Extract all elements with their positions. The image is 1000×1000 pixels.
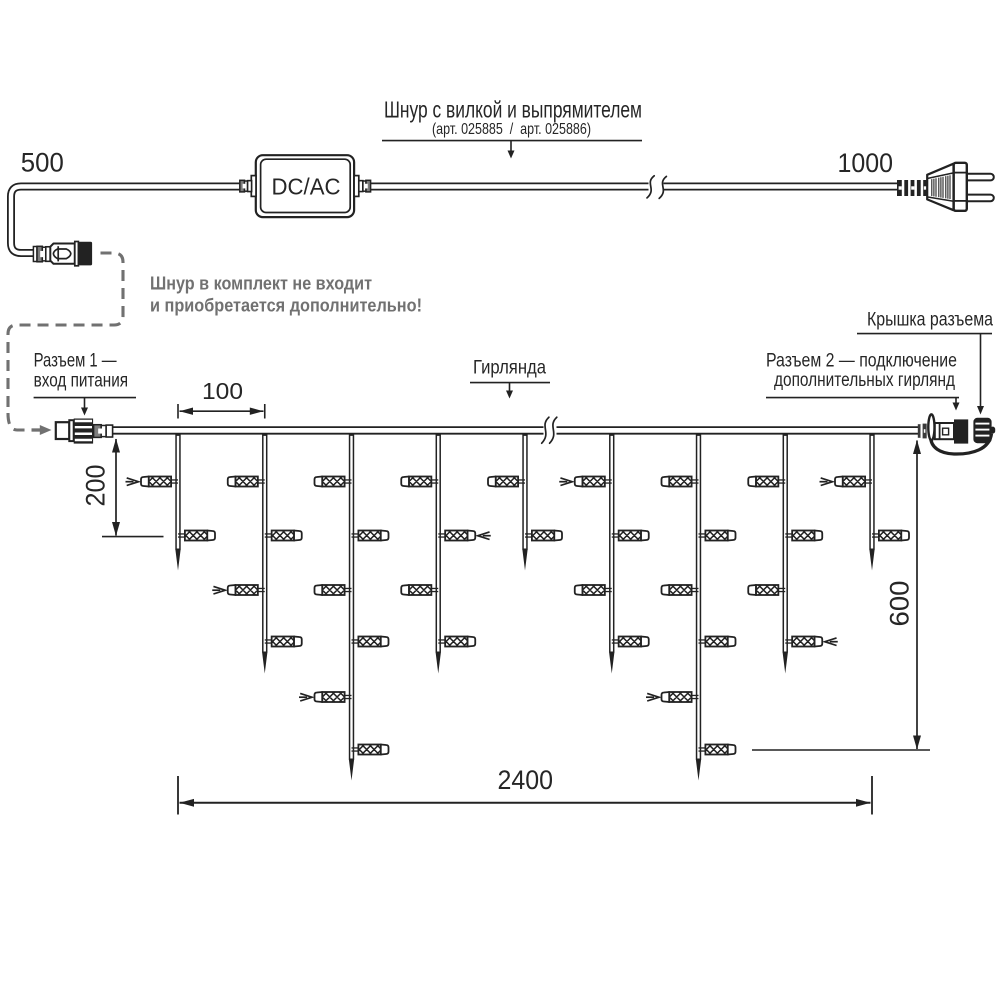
svg-text:2400: 2400 — [498, 765, 554, 795]
svg-text:600: 600 — [885, 581, 915, 627]
svg-text:Разъем 2 — подключение: Разъем 2 — подключение — [766, 350, 957, 372]
svg-text:200: 200 — [81, 465, 111, 507]
svg-text:DC/AC: DC/AC — [272, 174, 341, 200]
svg-text:500: 500 — [21, 148, 64, 178]
svg-text:Гирлянда: Гирлянда — [473, 357, 546, 379]
svg-text:Шнур в комплект не входит: Шнур в комплект не входит — [150, 274, 372, 294]
svg-text:дополнительных гирлянд: дополнительных гирлянд — [774, 369, 955, 391]
svg-text:Шнур с вилкой и выпрямителем: Шнур с вилкой и выпрямителем — [384, 97, 642, 123]
svg-text:100: 100 — [202, 378, 243, 404]
svg-text:вход питания: вход питания — [34, 370, 129, 392]
svg-text:Крышка разъема: Крышка разъема — [867, 309, 993, 331]
svg-text:(арт. 025885 / арт. 025886): (арт. 025885 / арт. 025886) — [432, 121, 591, 138]
svg-text:1000: 1000 — [838, 148, 894, 178]
svg-text:и приобретается дополнительно!: и приобретается дополнительно! — [150, 296, 422, 316]
svg-text:Разъем 1 —: Разъем 1 — — [34, 350, 117, 372]
